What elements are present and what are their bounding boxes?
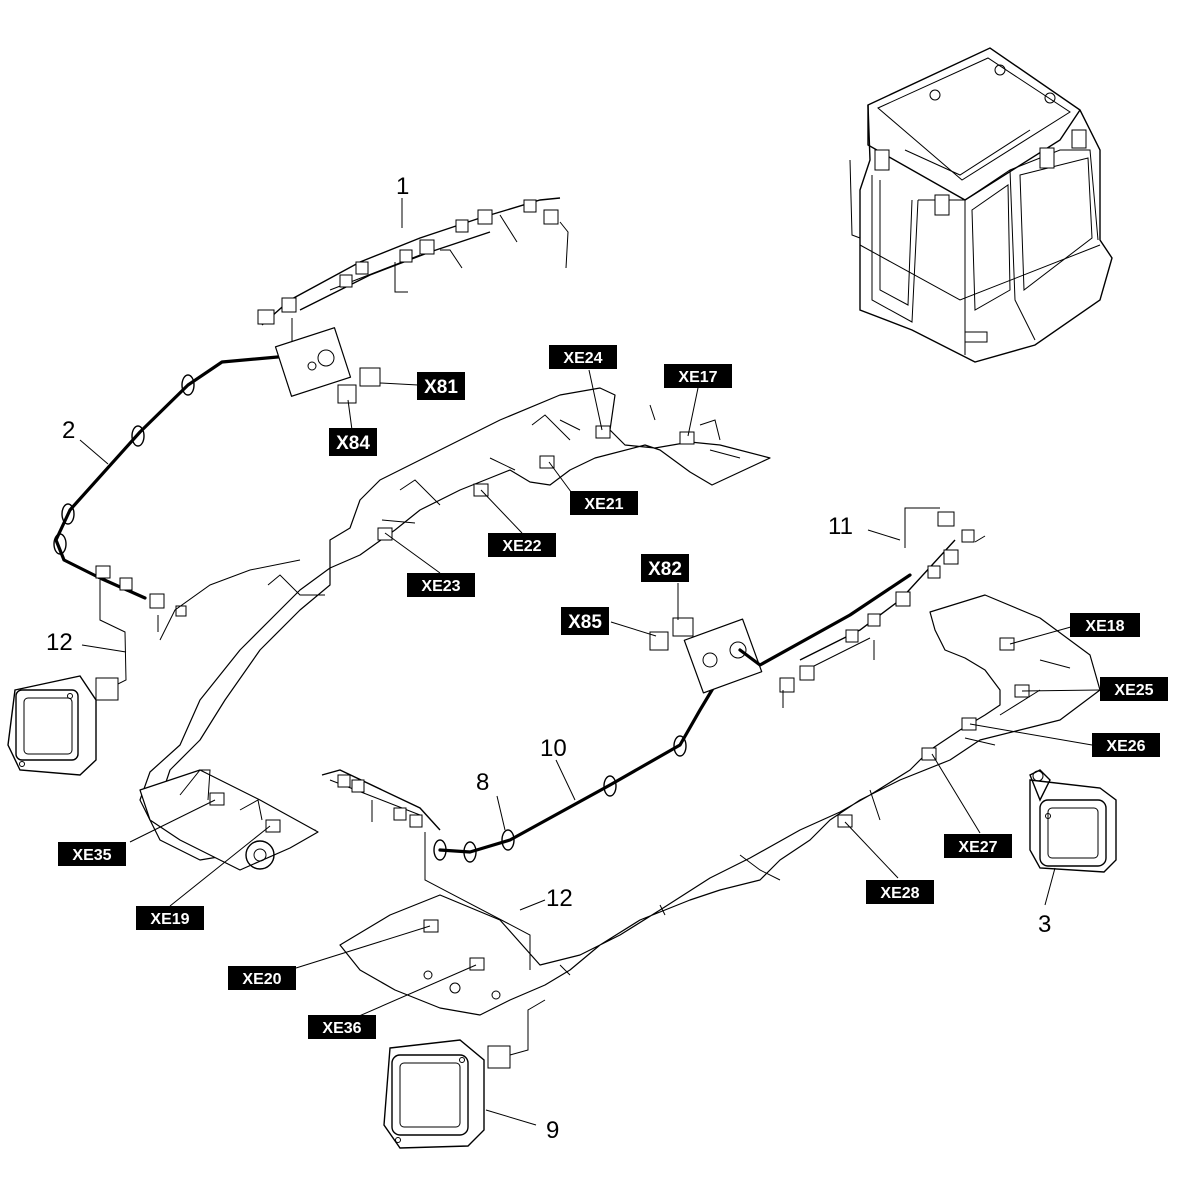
tag-xe20: XE20 (228, 966, 296, 990)
tag-xe23-label: XE23 (421, 578, 460, 595)
tag-xe24-label: XE24 (563, 350, 602, 367)
ref-number-3: 3 (1038, 911, 1051, 938)
harness-8 (321, 769, 531, 970)
tag-xe28: XE28 (866, 880, 934, 904)
tag-xe27-label: XE27 (958, 839, 997, 856)
ref-number-8: 8 (476, 769, 489, 796)
tag-xe25-label: XE25 (1114, 682, 1153, 699)
tag-xe21-label: XE21 (584, 496, 623, 513)
ref-number-9: 9 (546, 1117, 559, 1144)
tag-xe24: XE24 (549, 345, 617, 369)
lower-frame (339, 594, 1101, 1016)
ref-number-11: 11 (828, 513, 853, 540)
tag-xe22-label: XE22 (502, 538, 541, 555)
tag-xe23: XE23 (407, 573, 475, 597)
ref-number-1: 1 (396, 173, 409, 200)
tag-x85-label: X85 (568, 612, 602, 633)
tag-x81-label: X81 (424, 377, 458, 398)
tag-xe36: XE36 (308, 1015, 376, 1039)
tag-xe18-label: XE18 (1085, 618, 1124, 635)
tag-xe19-label: XE19 (150, 911, 189, 928)
tag-xe17: XE17 (664, 364, 732, 388)
tag-xe35: XE35 (58, 842, 126, 866)
tag-xe18: XE18 (1070, 613, 1140, 637)
tag-x84: X84 (329, 428, 377, 456)
tag-x82-label: X82 (648, 559, 682, 580)
tag-xe25: XE25 (1100, 677, 1168, 701)
harness-1 (257, 197, 569, 345)
work-lamp-3 (1029, 769, 1117, 873)
tag-xe19: XE19 (136, 906, 204, 930)
connector-x82 (672, 617, 694, 637)
connector-x85 (649, 631, 669, 651)
leader-lines (79, 198, 1101, 1126)
tag-xe36-label: XE36 (322, 1020, 361, 1037)
ref-number-12-center: 12 (546, 885, 573, 912)
harness-11 (738, 507, 986, 708)
tag-xe28-label: XE28 (880, 885, 919, 902)
tag-xe17-label: XE17 (678, 369, 717, 386)
work-lamp-left (7, 675, 119, 776)
tag-xe35-label: XE35 (72, 847, 111, 864)
cab-illustration (849, 47, 1113, 363)
harness-10 (433, 618, 763, 863)
ref-number-10: 10 (540, 735, 567, 762)
tag-xe21: XE21 (570, 491, 638, 515)
ref-number-12-left: 12 (46, 629, 73, 656)
tag-xe22: XE22 (488, 533, 556, 557)
tag-x82: X82 (641, 554, 689, 582)
harness-2 (53, 327, 352, 689)
roof-frame (139, 387, 771, 871)
ref-number-2: 2 (62, 417, 75, 444)
tag-x85: X85 (561, 607, 609, 635)
tag-xe27: XE27 (944, 834, 1012, 858)
tag-xe20-label: XE20 (242, 971, 281, 988)
tag-x84-label: X84 (336, 433, 370, 454)
connector-x81 (359, 367, 381, 387)
work-lamp-9 (383, 999, 546, 1149)
tag-x81: X81 (417, 372, 465, 400)
tag-xe26: XE26 (1092, 733, 1160, 757)
tag-xe26-label: XE26 (1106, 738, 1145, 755)
connector-x84 (337, 384, 357, 404)
